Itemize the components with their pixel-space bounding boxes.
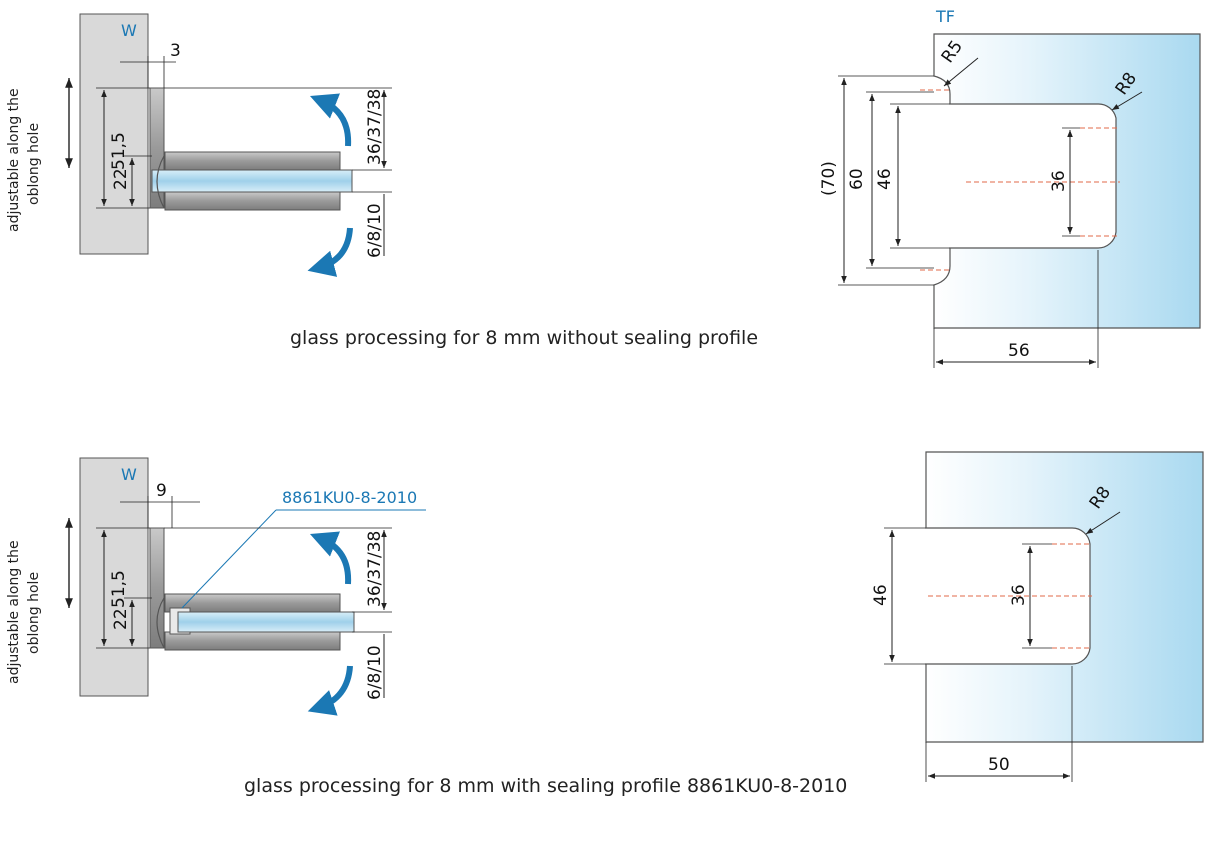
bottom-dim-inner: 46 bbox=[871, 584, 891, 606]
top-cutout-label: TF bbox=[935, 7, 955, 26]
top-side-label-line2: oblong hole bbox=[26, 123, 42, 205]
bottom-wall-label: W bbox=[121, 465, 137, 484]
top-glass-cutout-shape bbox=[933, 33, 1201, 329]
top-dim-mid: 60 bbox=[847, 168, 867, 190]
bottom-dim-center: 22 bbox=[111, 608, 131, 630]
top-dim-inner: 46 bbox=[875, 168, 895, 190]
bottom-hinge-plate bbox=[149, 527, 165, 649]
top-wall bbox=[79, 13, 149, 255]
bottom-clamp-lower bbox=[164, 631, 341, 651]
top-pivot-arc bbox=[156, 155, 165, 209]
bottom-side-label-line2: oblong hole bbox=[26, 572, 42, 654]
bottom-dim-total: 51,5 bbox=[109, 570, 129, 608]
top-dim-center: 22 bbox=[111, 168, 131, 190]
bottom-clamp-upper bbox=[164, 593, 341, 613]
bottom-profile-code: 8861KU0-8-2010 bbox=[282, 488, 417, 507]
bottom-dim-thickness-upper: 36/37/38 bbox=[365, 531, 385, 607]
bottom-glass-cutout-shape bbox=[925, 451, 1204, 743]
bottom-rotation-arrow-down bbox=[307, 665, 353, 716]
top-dim-thickness-upper: 36/37/38 bbox=[365, 89, 385, 165]
top-dim-depth: 56 bbox=[1008, 341, 1030, 361]
bottom-dim-thickness-lower: 6/8/10 bbox=[365, 645, 385, 700]
top-rotation-arrow-down bbox=[307, 227, 353, 277]
bottom-side-label-line1: adjustable along the bbox=[6, 540, 22, 684]
bottom-rotation-arrow-up bbox=[309, 531, 352, 585]
top-caption: glass processing for 8 mm without sealin… bbox=[290, 327, 758, 349]
bottom-cutout-drawing: 46 36 50 R8 bbox=[871, 451, 1204, 782]
top-side-label-line1: adjustable along the bbox=[6, 88, 22, 232]
top-dim-gap: 3 bbox=[170, 41, 181, 61]
top-dim-thickness-lower: 6/8/10 bbox=[365, 203, 385, 258]
top-clamp-upper bbox=[164, 151, 341, 171]
bottom-pivot-arc bbox=[156, 597, 165, 649]
bottom-hinge-section: adjustable along the oblong hole W 9 886… bbox=[6, 457, 426, 716]
top-glass-pane bbox=[151, 169, 353, 193]
top-dim-outer: (70) bbox=[819, 161, 839, 196]
top-cutout-drawing: TF (70) 60 46 36 56 R5 R8 bbox=[819, 7, 1201, 368]
bottom-dim-gap: 9 bbox=[156, 481, 167, 501]
top-wall-label: W bbox=[121, 21, 137, 40]
top-rotation-arrow-up bbox=[309, 93, 352, 147]
bottom-caption: glass processing for 8 mm with sealing p… bbox=[244, 775, 847, 797]
bottom-wall bbox=[79, 457, 149, 697]
bottom-glass-pane bbox=[177, 611, 355, 633]
bottom-dim-depth: 50 bbox=[988, 755, 1010, 775]
top-hinge-section: adjustable along the oblong hole W 3 51,… bbox=[6, 13, 392, 277]
top-clamp-lower bbox=[164, 191, 341, 211]
top-dim-slot: 36 bbox=[1049, 170, 1069, 192]
top-dim-total: 51,5 bbox=[109, 132, 129, 170]
bottom-dim-slot: 36 bbox=[1009, 584, 1029, 606]
